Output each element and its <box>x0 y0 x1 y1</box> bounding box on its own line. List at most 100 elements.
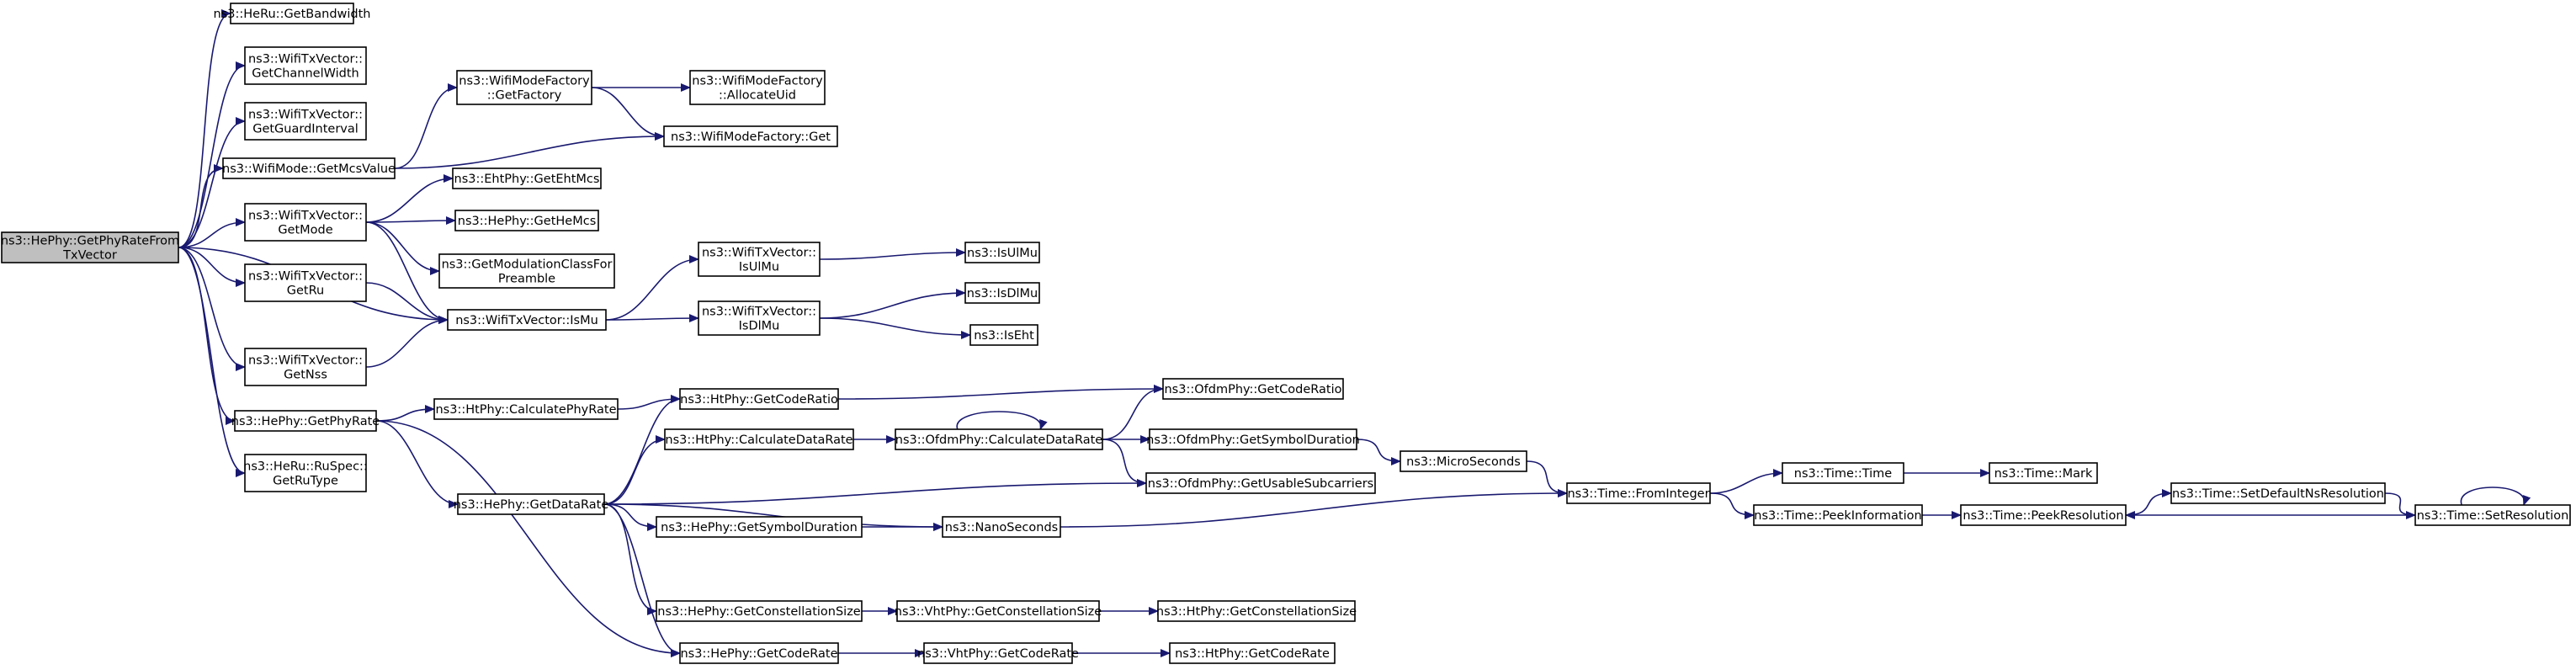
node-nanoseconds[interactable]: ns3::NanoSeconds <box>942 516 1061 538</box>
node-ehtphy-getehtmcs[interactable]: ns3::EhtPhy::GetEhtMcs <box>452 168 602 189</box>
node-txv-isdlmu[interactable]: ns3::WifiTxVector::IsDlMu <box>698 300 821 336</box>
node-box <box>438 253 615 289</box>
call-edge-txv_getmode-to-hephy_gethemcs <box>365 216 456 226</box>
node-vht-getconstellationsize[interactable]: ns3::VhtPhy::GetConstellationSize <box>895 600 1102 622</box>
node-time-frominteger[interactable]: ns3::Time::FromInteger <box>1566 482 1711 504</box>
node-wifimode-getmcsvalue[interactable]: ns3::WifiMode::GetMcsValue <box>222 157 396 179</box>
node-label: Preamble <box>498 273 555 286</box>
call-edge-microseconds-to-time_frominteger <box>1526 460 1568 497</box>
node-txv-isulmu[interactable]: ns3::WifiTxVector::IsUlMu <box>698 242 821 277</box>
node-box <box>447 309 607 331</box>
node-iseht[interactable]: ns3::IsEht <box>969 324 1038 346</box>
node-label: ns3::WifiModeFactory::Get <box>671 130 831 144</box>
node-ht-getcoderate[interactable]: ns3::HtPhy::GetCodeRate <box>1169 642 1336 664</box>
call-edge-htphy_calculatephyrate-to-htphy_getcoderatio <box>617 395 681 410</box>
call-edge-wmf_getfactory-to-wmf_get <box>591 87 665 141</box>
node-box <box>1566 482 1711 504</box>
node-txv-getmode[interactable]: ns3::WifiTxVector::GetMode <box>244 203 367 242</box>
node-box <box>656 600 863 622</box>
node-microseconds[interactable]: ns3::MicroSeconds <box>1400 450 1527 472</box>
node-hephy-getcoderate[interactable]: ns3::HePhy::GetCodeRate <box>679 642 839 664</box>
node-hephy-getphyrate[interactable]: ns3::HePhy::GetPhyRate <box>231 410 380 432</box>
node-ofdm-getusablesubcarriers[interactable]: ns3::OfdmPhy::GetUsableSubcarriers <box>1145 472 1376 494</box>
call-edge-txv_ismu-to-txv_isdlmu <box>605 314 699 323</box>
node-isulmu[interactable]: ns3::IsUlMu <box>964 242 1040 263</box>
node-time-peekinformation[interactable]: ns3::Time::PeekInformation <box>1753 504 1923 526</box>
call-edge-txv_isdlmu-to-isdlmu <box>819 289 966 319</box>
node-box <box>964 242 1040 263</box>
node-hephy-getconstellationsize[interactable]: ns3::HePhy::GetConstellationSize <box>656 600 863 622</box>
node-box <box>689 70 826 105</box>
node-time-mark[interactable]: ns3::Time::Mark <box>1989 462 2098 484</box>
node-ofdm-getsymbolduration[interactable]: ns3::OfdmPhy::GetSymbolDuration <box>1146 428 1360 450</box>
call-edge-root-to-wifimode_getmcsvalue <box>178 164 224 248</box>
node-vht-getcoderate[interactable]: ns3::VhtPhy::GetCodeRate <box>917 642 1079 664</box>
node-time-peekresolution[interactable]: ns3::Time::PeekResolution <box>1960 504 2127 526</box>
call-edge-txv_getmode-to-getmodulationclass <box>365 221 440 275</box>
call-edge-root-to-txv_getnss <box>178 247 246 371</box>
node-label: GetChannelWidth <box>252 67 359 81</box>
node-time-time[interactable]: ns3::Time::Time <box>1782 462 1904 484</box>
call-edge-ofdm_getsymbolduration-to-microseconds <box>1356 439 1401 465</box>
call-edge-time_setresolution-to-time_setresolution <box>2460 487 2531 506</box>
node-label: ns3::GetModulationClassFor <box>442 258 613 272</box>
node-wmf-allocateuid[interactable]: ns3::WifiModeFactory::AllocateUid <box>689 70 826 105</box>
node-txv-ismu[interactable]: ns3::WifiTxVector::IsMu <box>447 309 607 331</box>
node-isdlmu[interactable]: ns3::IsDlMu <box>964 282 1040 304</box>
node-txv-getguardinterval[interactable]: ns3::WifiTxVector::GetGuardInterval <box>244 102 367 141</box>
node-box <box>1753 504 1923 526</box>
node-wmf-get[interactable]: ns3::WifiModeFactory::Get <box>663 125 838 147</box>
node-label: GetNss <box>284 369 327 382</box>
call-edge-root-to-heru_ruspec_getrutype <box>178 247 246 477</box>
node-label: ns3::HtPhy::CalculateDataRate <box>665 433 852 447</box>
node-box <box>969 324 1038 346</box>
node-box <box>1960 504 2127 526</box>
node-box <box>1169 642 1336 664</box>
node-label: ns3::HtPhy::GetCodeRatio <box>680 393 838 407</box>
node-label: ns3::IsDlMu <box>967 287 1038 300</box>
node-label: ns3::Time::FromInteger <box>1567 487 1709 501</box>
node-label: ns3::HePhy::GetCodeRate <box>680 647 837 661</box>
node-label: ns3::Time::PeekInformation <box>1754 509 1921 523</box>
node-box <box>222 157 396 179</box>
node-htphy-calculatephyrate[interactable]: ns3::HtPhy::CalculatePhyRate <box>433 398 619 420</box>
node-ht-getconstellationsize[interactable]: ns3::HtPhy::GetConstellationSize <box>1156 600 1357 622</box>
node-txv-getru[interactable]: ns3::WifiTxVector::GetRu <box>244 263 367 302</box>
call-edge-txv_getru-to-txv_ismu <box>365 282 449 324</box>
node-hephy-getdatarate[interactable]: ns3::HePhy::GetDataRate <box>454 493 609 515</box>
node-hephy-getsymbolduration[interactable]: ns3::HePhy::GetSymbolDuration <box>656 516 863 538</box>
node-htphy-getcoderatio[interactable]: ns3::HtPhy::GetCodeRatio <box>679 388 839 410</box>
node-ofdm-calculatedatarate[interactable]: ns3::OfdmPhy::CalculateDataRate <box>895 428 1103 450</box>
node-time-setdefaultnsresolution[interactable]: ns3::Time::SetDefaultNsResolution <box>2170 482 2386 504</box>
node-label: ns3::WifiTxVector:: <box>248 53 363 66</box>
node-wmf-getfactory[interactable]: ns3::WifiModeFactory::GetFactory <box>456 70 592 105</box>
call-edge-time_setdefaultnsresolution-to-time_setresolution <box>2384 492 2416 519</box>
node-heru-ruspec-getrutype[interactable]: ns3::HeRu::RuSpec::GetRuType <box>243 454 368 492</box>
node-htphy-calculatedatarate[interactable]: ns3::HtPhy::CalculateDataRate <box>664 428 854 450</box>
node-box <box>663 125 838 147</box>
node-box <box>244 263 367 302</box>
node-label: ns3::EhtPhy::GetEhtMcs <box>454 173 600 186</box>
call-edge-time_frominteger-to-time_peekinformation <box>1709 492 1755 519</box>
node-label: ns3::OfdmPhy::CalculateDataRate <box>895 433 1102 447</box>
node-time-setresolution[interactable]: ns3::Time::SetResolution <box>2414 504 2571 526</box>
call-edge-hephy_getdatarate-to-ofdm_getusablesubcarriers <box>603 479 1147 505</box>
node-heru-getbandwidth[interactable]: ns3::HeRu::GetBandwidth <box>214 3 371 24</box>
node-box <box>452 168 602 189</box>
call-edge-hephy_getdatarate-to-nanoseconds <box>603 503 943 531</box>
node-label: ns3::WifiTxVector::IsMu <box>455 314 598 327</box>
call-edge-hephy_getdatarate-to-hephy_getcoderate <box>603 503 681 657</box>
node-hephy-gethemcs[interactable]: ns3::HePhy::GetHeMcs <box>454 210 599 231</box>
call-edge-root-to-txv_getchannelwidth <box>178 61 246 248</box>
node-ofdm-getcoderatio[interactable]: ns3::OfdmPhy::GetCodeRatio <box>1162 378 1344 400</box>
node-label: ns3::VhtPhy::GetCodeRate <box>917 647 1079 661</box>
call-edge-hephy_getdatarate-to-hephy_getconstellationsize <box>603 503 657 615</box>
node-txv-getchannelwidth[interactable]: ns3::WifiTxVector::GetChannelWidth <box>244 46 367 85</box>
node-label: ns3::WifiTxVector:: <box>248 270 363 284</box>
node-box <box>895 428 1103 450</box>
node-box <box>1162 378 1344 400</box>
node-txv-getnss[interactable]: ns3::WifiTxVector::GetNss <box>244 348 367 386</box>
